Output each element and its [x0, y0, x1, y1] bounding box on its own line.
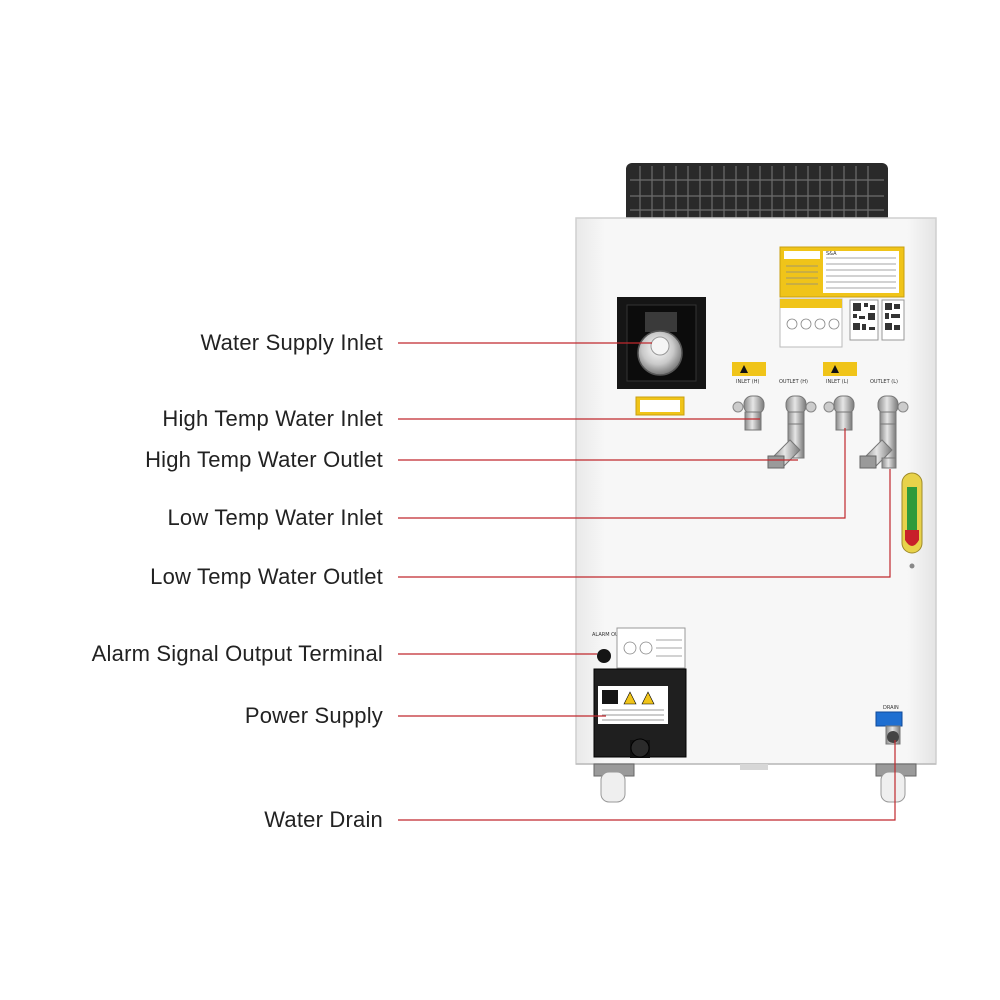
brand-text: S&A [826, 251, 837, 257]
caster-wheels [593, 763, 917, 803]
water-drain-port: DRAIN [875, 705, 903, 745]
port-warning-tags: INLET (H) OUTLET (H) INLET (L) OUTLET (L… [732, 362, 898, 385]
fan-guard [626, 163, 888, 223]
inlet-l-label: INLET (L) [826, 379, 849, 385]
drain-text: DRAIN [883, 705, 899, 711]
power-supply-box [593, 668, 687, 758]
alarm-terminal-area: ALARM OUTPUT [592, 627, 686, 669]
nameplate: S&A [779, 246, 905, 348]
water-level-gauge [901, 472, 923, 569]
leader-low-temp-water-inlet [398, 428, 846, 519]
leader-low-temp-water-outlet [398, 469, 891, 578]
outlet-h-label: OUTLET (H) [779, 379, 808, 385]
label-power-supply: Power Supply [244, 703, 383, 728]
label-high-temp-water-outlet: High Temp Water Outlet [145, 447, 383, 472]
label-water-supply-inlet: Water Supply Inlet [200, 330, 383, 355]
y-strainers [767, 423, 897, 469]
outlet-l-label: OUTLET (L) [870, 379, 898, 385]
label-high-temp-water-inlet: High Temp Water Inlet [162, 406, 383, 431]
elbow-fittings [732, 395, 909, 431]
leader-lines [398, 342, 896, 821]
alarm-output-text: ALARM OUTPUT [592, 632, 632, 638]
label-low-temp-water-inlet: Low Temp Water Inlet [167, 505, 383, 530]
label-water-drain: Water Drain [264, 807, 383, 832]
inlet-h-label: INLET (H) [736, 379, 760, 385]
label-alarm-signal-output-terminal: Alarm Signal Output Terminal [91, 641, 383, 666]
label-low-temp-water-outlet: Low Temp Water Outlet [150, 564, 383, 589]
leader-water-drain [398, 740, 896, 821]
